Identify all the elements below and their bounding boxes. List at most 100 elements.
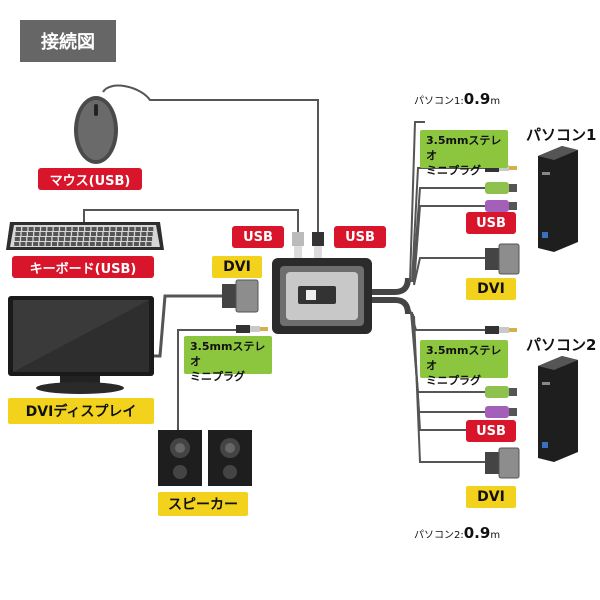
keyboard-key [135,232,141,236]
keyboard-key [97,227,103,231]
speaker-cable [177,329,240,430]
pc1-stereo-line2: ミニプラグ [426,164,481,177]
speakers-device [158,430,252,486]
pc2-stereo-line2: ミニプラグ [426,374,481,387]
pc1-stereo-line1: 3.5mmステレオ [426,134,502,162]
usb-left-label: USB [232,226,284,248]
monitor-device [8,296,154,394]
keyboard-key [135,227,141,231]
keyboard-key [140,237,146,241]
pc1-dvi-plug [485,243,520,275]
kvm-switch [272,258,372,334]
usb-right-label: USB [334,226,386,248]
pc1-name: パソコン1 [526,126,597,144]
keyboard-key [140,242,146,246]
keyboard-key [45,242,51,246]
pc2-dvi-plug [485,447,520,479]
pc1-audio-plug [485,164,517,172]
keyboard-key [46,232,52,236]
keyboard-key [96,237,102,241]
keyboard-key [22,227,28,231]
keyboard-key [47,227,53,231]
mouse-device [74,96,118,164]
pc2-audio-plug [485,326,517,334]
keyboard-key [91,232,96,236]
pc2-tower [538,356,578,462]
keyboard-key [58,242,64,246]
keyboard-key [59,232,65,236]
display-cable [152,294,222,358]
keyboard-key [109,237,115,241]
keyboard-key [133,242,139,246]
keyboard-key [14,242,20,246]
pc1-tower [538,146,578,252]
pc2-stereo-line1: 3.5mmステレオ [426,344,502,372]
keyboard-key [116,227,122,231]
keyboard-key [128,232,134,236]
keyboard-key [108,242,114,246]
usb-plug-mouse [312,232,324,258]
keyboard-key [142,227,147,231]
keyboard-key [28,227,34,231]
keyboard-key [146,242,152,246]
pc2-usb-label: USB [466,420,516,442]
keyboard-key [90,237,96,241]
mouse-label: マウス(USB) [38,168,142,190]
keyboard-key [65,237,71,241]
keyboard-key [83,242,89,246]
keyboard-key [66,227,72,231]
pc1-usb-label: USB [466,212,516,234]
dvi-switch-label: DVI [212,256,262,278]
keyboard-key [116,232,122,236]
keyboard-key [40,232,46,236]
keyboard-key [104,227,110,231]
pc2-green-plug [485,386,517,398]
switch-audio-plug [236,325,268,333]
keyboard-key [60,227,66,231]
pc1-stereo-label: 3.5mmステレオ ミニプラグ [420,130,508,177]
keyboard-key [20,242,26,246]
trunk-cable-lower [370,297,411,315]
keyboard-key [33,242,39,246]
pc2-purple-plug [485,406,517,418]
keyboard-key [102,242,108,246]
keyboard-key [128,237,134,241]
keyboard-key [14,237,20,241]
keyboard-key [39,242,45,246]
keyboard-key [85,227,91,231]
keyboard-key [147,232,153,236]
pc2-length: パソコン2:0.9m [414,524,501,542]
keyboard-key [15,232,21,236]
keyboard-key [78,232,84,236]
keyboard-key [52,237,58,241]
keyboard-key [103,237,108,241]
keyboard-key [77,237,83,241]
pc1-length: パソコン1:0.9m [414,90,501,108]
stereo-mini-line1: 3.5mmステレオ [190,340,266,368]
keyboard-key [115,242,120,246]
keyboard-key [122,232,128,236]
keyboard-key [64,242,70,246]
keyboard-key [103,232,109,236]
keyboard-key [127,242,133,246]
keyboard-key [72,232,78,236]
keyboard-key [58,237,64,241]
keyboard-key [79,227,84,231]
keyboard-key [147,237,153,241]
pc2-stereo-label: 3.5mmステレオ ミニプラグ [420,340,508,387]
keyboard-key [65,232,71,236]
keyboard-key [21,232,27,236]
page-title: 接続図 [20,20,116,62]
usb-plug-keyboard [292,232,304,258]
keyboard-key [84,237,90,241]
keyboard-key [33,237,39,241]
keyboard-key [16,227,21,231]
keyboard-key [41,227,47,231]
keyboard-key [40,237,45,241]
pc2-cables [409,309,485,463]
keyboard-key [141,232,147,236]
keyboard-key [72,227,78,231]
keyboard-key [96,242,102,246]
pc1-dvi-label: DVI [466,278,516,300]
